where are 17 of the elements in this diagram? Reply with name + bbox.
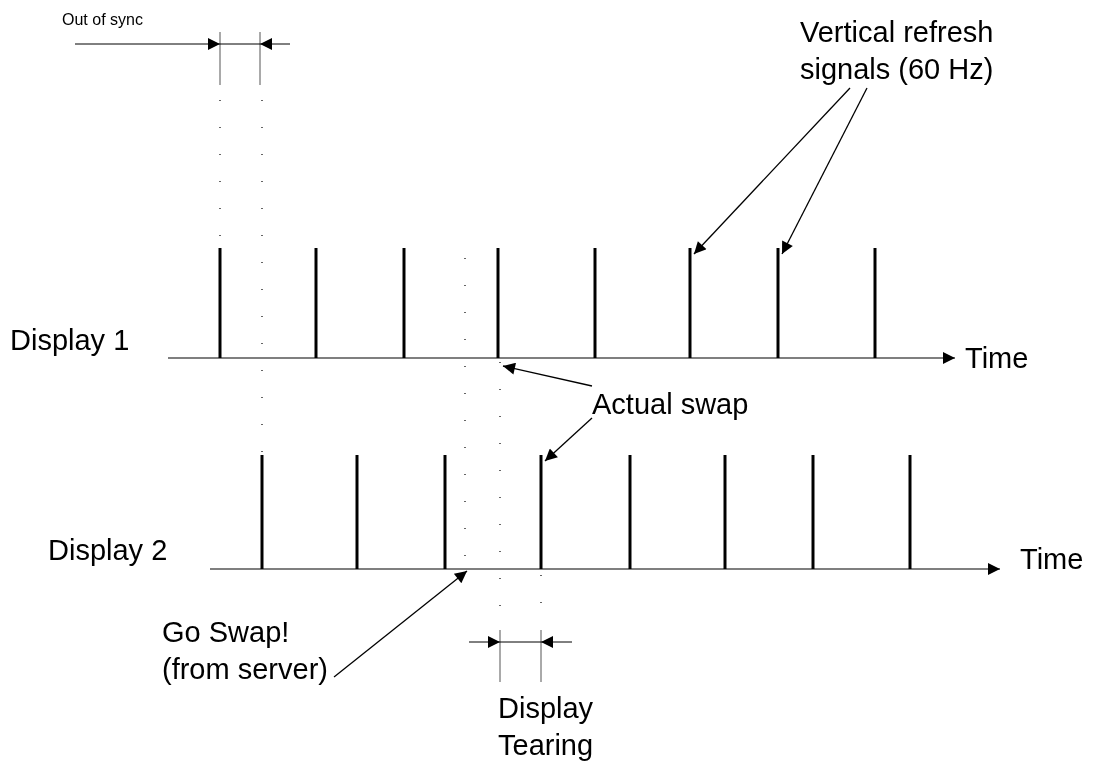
refresh-pulse [776, 248, 780, 358]
leader-arrow [502, 362, 593, 387]
dimension-label: Display Tearing [498, 691, 595, 764]
leader-arrow [781, 87, 868, 255]
refresh-pulse [688, 248, 692, 358]
callout-text: Go Swap! (from server) [162, 614, 334, 689]
row-label: Display 1 [10, 323, 131, 358]
leader-arrow [333, 570, 468, 678]
callout-text: Actual swap [592, 386, 792, 424]
leader-arrow [693, 87, 851, 255]
refresh-pulse [539, 455, 543, 569]
axis-label: Time [965, 341, 1030, 376]
leader-arrow [544, 417, 593, 462]
axis-label: Time [1020, 542, 1085, 577]
dimension-label: Out of sync [62, 10, 144, 30]
callout-text: Vertical refresh signals (60 Hz) [800, 14, 1005, 89]
row-label: Display 2 [48, 533, 169, 568]
